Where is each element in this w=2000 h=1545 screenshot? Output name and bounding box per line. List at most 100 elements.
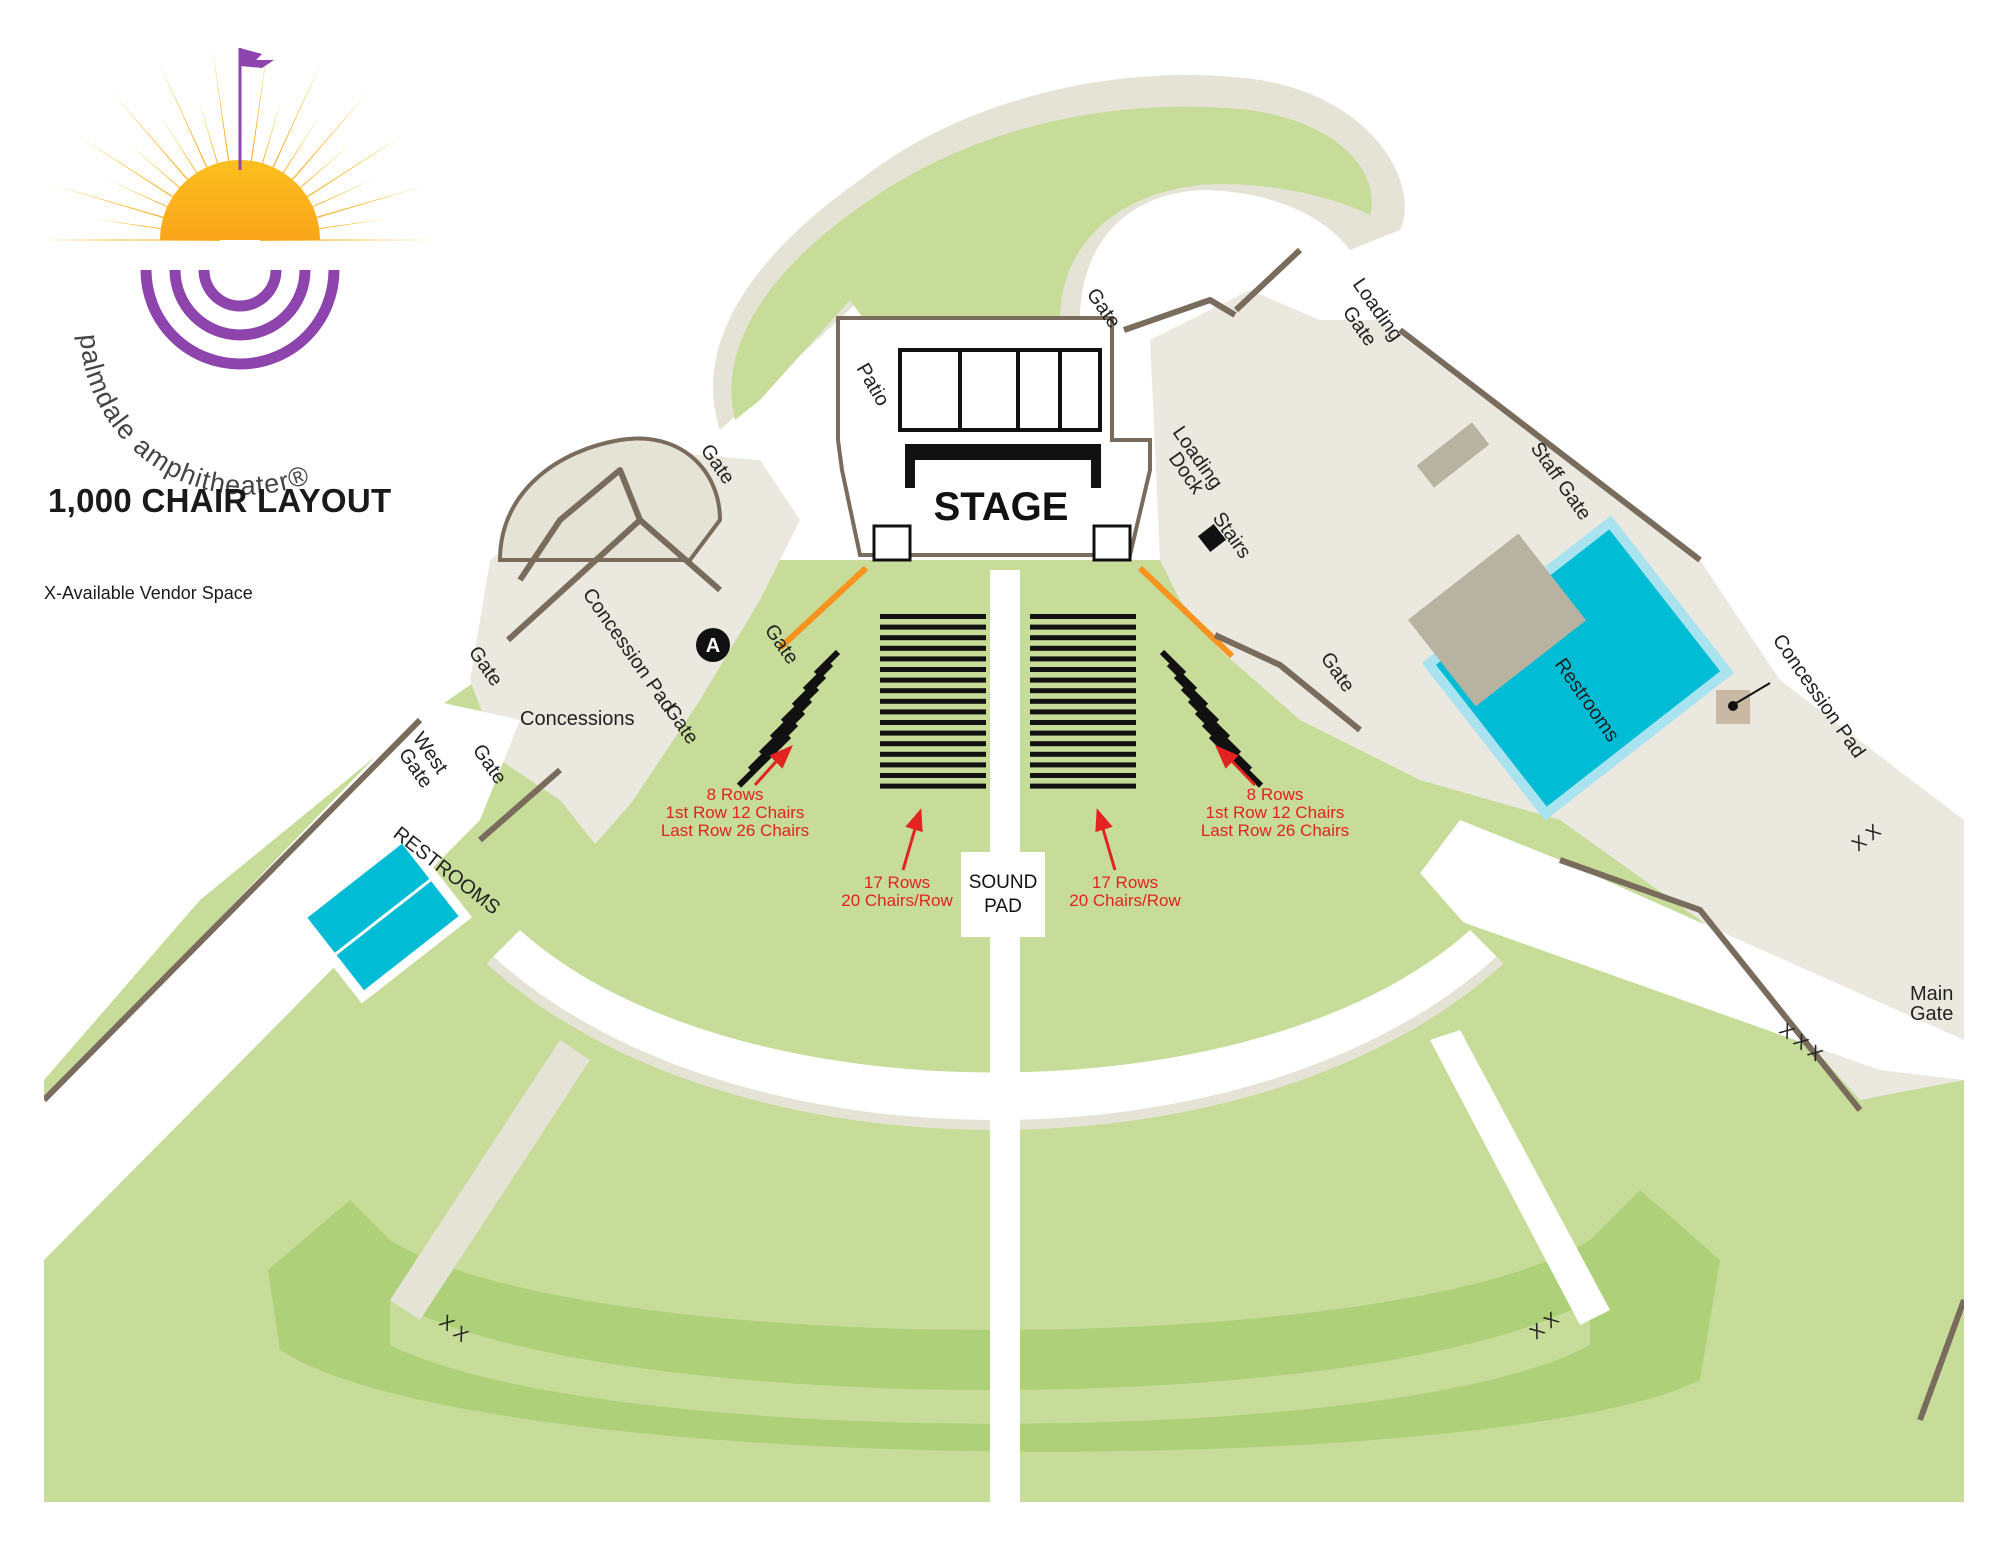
main-gate-label-2: Gate xyxy=(1910,1003,1953,1025)
marker-a-label: A xyxy=(706,635,720,657)
restrooms-left-building xyxy=(293,830,473,1004)
chair-row xyxy=(880,688,986,694)
chair-row xyxy=(880,762,986,768)
arcs-icon xyxy=(140,269,340,370)
walls xyxy=(44,247,1964,1422)
chair-row xyxy=(880,656,986,662)
svg-text:1st Row 12 Chairs: 1st Row 12 Chairs xyxy=(1206,803,1345,822)
wing-chair-row xyxy=(736,733,792,788)
flag-icon xyxy=(238,48,274,170)
chair-row xyxy=(880,783,986,789)
left-curved-building xyxy=(497,436,723,562)
sun-disk xyxy=(160,160,320,240)
chair-row xyxy=(1030,730,1136,736)
chair-row xyxy=(880,773,986,778)
stage-building xyxy=(836,316,1152,557)
chairs-center-right xyxy=(1030,614,1136,789)
sound-pad xyxy=(961,852,1045,937)
wing-chair-row xyxy=(769,697,813,740)
wing-chair-row xyxy=(1173,673,1209,708)
main-gate-label-1: Main xyxy=(1910,983,1953,1005)
svg-text:8 Rows: 8 Rows xyxy=(707,785,764,804)
wing-chair-row xyxy=(1208,733,1264,788)
equipment-block-small xyxy=(1416,422,1490,488)
wing-right-note: 8 Rows 1st Row 12 Chairs Last Row 26 Cha… xyxy=(1201,785,1349,840)
backstage-rooms xyxy=(898,348,1102,432)
chair-row xyxy=(1030,751,1136,757)
stage-front-bar xyxy=(905,444,1101,460)
lower-lawn-inner xyxy=(390,1300,1590,1424)
chair-row xyxy=(880,635,986,641)
chair-row xyxy=(880,698,986,704)
wing-chair-row xyxy=(1180,685,1220,724)
chair-row xyxy=(1030,635,1136,641)
chair-row xyxy=(1030,656,1136,662)
equipment-block xyxy=(1407,533,1587,707)
svg-text:20 Chairs/Row: 20 Chairs/Row xyxy=(1069,891,1181,910)
stage-pillar-left xyxy=(872,524,912,562)
right-diagonal-walk xyxy=(1400,820,1964,1080)
center-left-note: 17 Rows 20 Chairs/Row xyxy=(841,873,953,910)
wing-chair-row xyxy=(747,721,799,772)
seating-arrows xyxy=(753,745,1257,871)
chair-row xyxy=(1030,741,1136,747)
chair-row xyxy=(1030,688,1136,694)
stage-label: STAGE xyxy=(934,485,1069,529)
stage-wing-left xyxy=(905,444,915,488)
wing-chair-row xyxy=(780,685,820,724)
chair-row xyxy=(880,741,986,747)
chair-row xyxy=(880,751,986,757)
stage-wing-right xyxy=(1091,444,1101,488)
sound-pad-line1: SOUND xyxy=(969,872,1038,893)
sun-icon xyxy=(40,42,440,241)
restrooms-right-building xyxy=(1421,515,1735,821)
orange-barrier-right xyxy=(1137,565,1235,659)
wing-chair-row xyxy=(758,709,806,756)
chair-row xyxy=(1030,677,1136,683)
aisle-lower-right xyxy=(1430,1030,1610,1325)
svg-text:8 Rows: 8 Rows xyxy=(1247,785,1304,804)
chair-row xyxy=(880,614,986,619)
chairs-wing-right xyxy=(1159,649,1264,788)
sound-pad-line2: PAD xyxy=(984,896,1022,917)
stairs-icon xyxy=(1197,523,1227,553)
chair-row xyxy=(1030,624,1136,630)
logo: palmdale amphitheater® xyxy=(40,42,440,501)
chair-row xyxy=(880,677,986,683)
chair-row xyxy=(880,709,986,715)
chair-row xyxy=(1030,667,1136,672)
page-title: 1,000 CHAIR LAYOUT xyxy=(48,482,392,519)
chair-row xyxy=(1030,773,1136,778)
legend-text: X-Available Vendor Space xyxy=(44,583,253,603)
chair-row xyxy=(1030,698,1136,704)
chair-row xyxy=(1030,614,1136,619)
svg-text:17 Rows: 17 Rows xyxy=(864,873,930,892)
svg-text:Last Row 26 Chairs: Last Row 26 Chairs xyxy=(661,821,809,840)
aisle-lower-left xyxy=(390,1040,590,1320)
wing-chair-row xyxy=(813,649,841,677)
wing-chair-row xyxy=(1187,697,1231,740)
svg-text:20 Chairs/Row: 20 Chairs/Row xyxy=(841,891,953,910)
svg-text:Last Row 26 Chairs: Last Row 26 Chairs xyxy=(1201,821,1349,840)
wing-chair-row xyxy=(1159,649,1187,677)
chairs-center-left xyxy=(880,614,986,789)
marker-a-icon: A xyxy=(696,628,730,662)
wing-chair-row xyxy=(791,673,827,708)
svg-text:17 Rows: 17 Rows xyxy=(1092,873,1158,892)
center-right-note: 17 Rows 20 Chairs/Row xyxy=(1069,873,1181,910)
chair-row xyxy=(1030,783,1136,789)
chairs-wing-left xyxy=(736,649,841,788)
orange-barrier-left xyxy=(777,565,869,651)
chair-row xyxy=(1030,762,1136,768)
concessions-label: Concessions xyxy=(520,708,635,730)
chair-row xyxy=(880,645,986,651)
stage-pillar-right xyxy=(1092,524,1132,562)
chair-row xyxy=(880,667,986,672)
crescent-walkway xyxy=(490,930,1500,1125)
chair-row xyxy=(1030,645,1136,651)
chair-row xyxy=(880,624,986,630)
wing-chair-row xyxy=(1194,709,1242,756)
wing-chair-row xyxy=(802,661,834,692)
chair-row xyxy=(880,730,986,736)
